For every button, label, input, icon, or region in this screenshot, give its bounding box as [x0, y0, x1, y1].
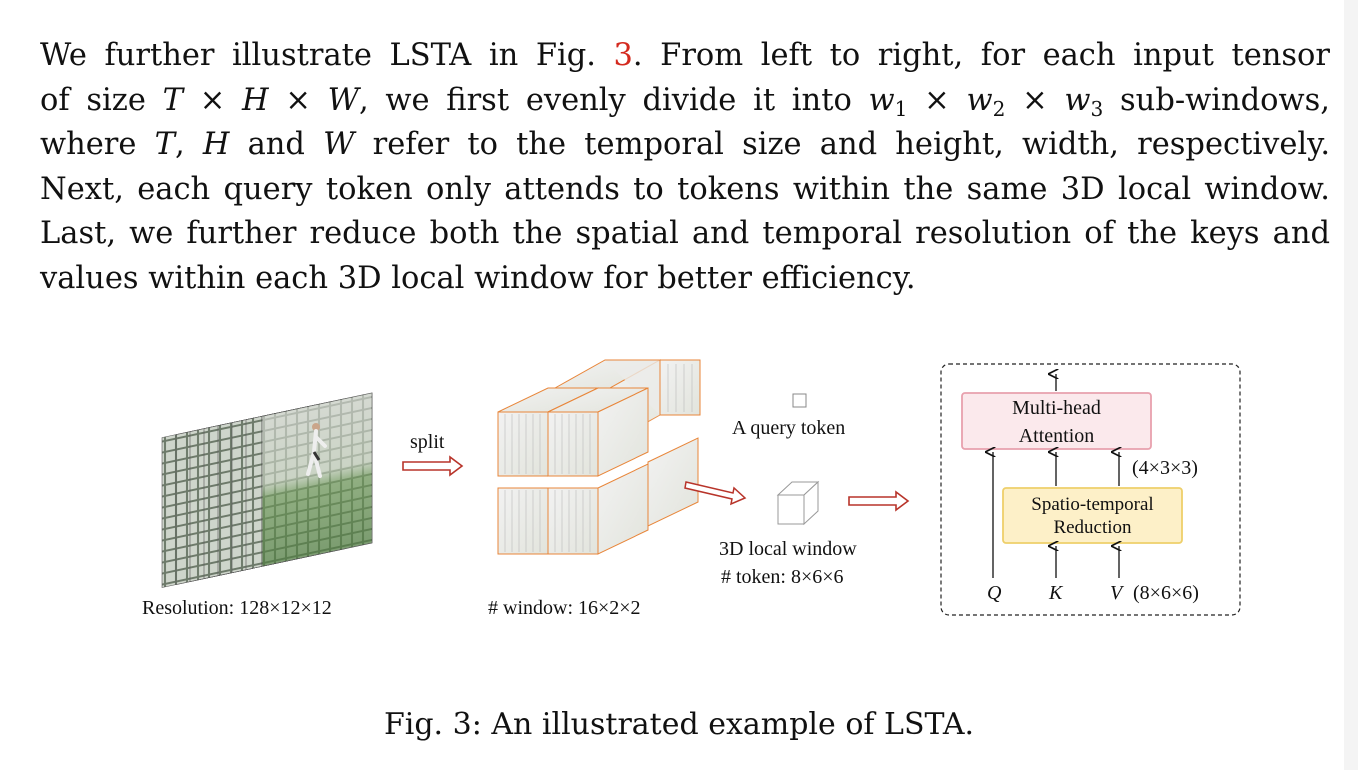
figure-caption: Fig. 3: An illustrated example of LSTA. [0, 700, 1358, 750]
paragraph-line-6: values within each 3D local window for b… [40, 260, 916, 296]
attention-label-line1: Multi-head [1012, 397, 1101, 419]
text-span: , we first evenly divide it into [358, 82, 869, 118]
paragraph-line-1: We further illustrate LSTA in Fig. 3. Fr… [40, 34, 1330, 79]
attention-label-line2: Attention [1018, 425, 1095, 447]
window-cube-stripes [504, 364, 693, 552]
text-span: refer to the temporal size and height, w… [354, 127, 1331, 162]
body-paragraph: We further illustrate LSTA in Fig. 3. Fr… [40, 34, 1330, 301]
math-sub: 1 [894, 96, 908, 121]
figure-reference-link[interactable]: 3 [613, 38, 633, 73]
token-count-label: # token: 8×6×6 [721, 566, 844, 588]
math-w: w [1064, 82, 1091, 118]
text-span: . From left to right, for each input ten… [632, 38, 1330, 73]
window-count-label: # window: 16×2×2 [488, 597, 641, 619]
paragraph-line-2: of size T × H × W, we first evenly divid… [40, 79, 1330, 124]
input-resolution-label: Resolution: 128×12×12 [142, 597, 332, 619]
text-span: and [229, 127, 324, 162]
paragraph-line-5: Last, we further reduce both the spatial… [40, 216, 1330, 251]
flow-arrows [993, 374, 1119, 578]
math-window-count: w1 × w2 × w3 [868, 82, 1104, 121]
reduction-label-line2: Reduction [1053, 517, 1132, 538]
math-T: T [154, 127, 175, 162]
text-span: We further illustrate LSTA in Fig. [40, 38, 614, 73]
math-sub: 2 [992, 96, 1006, 121]
math-sub: 3 [1090, 96, 1104, 121]
value-symbol: V [1110, 582, 1123, 604]
attention-module-frame [940, 363, 1241, 616]
local-window-label: 3D local window [719, 538, 857, 560]
math-times: × [907, 82, 967, 118]
window-cubes [497, 359, 701, 555]
math-H: H [202, 127, 230, 162]
value-size-label: (8×6×6) [1133, 582, 1199, 604]
text-span: sub-windows, [1103, 82, 1330, 118]
reduction-size-label: (4×3×3) [1132, 457, 1198, 479]
math-w: w [966, 82, 993, 118]
figure-diagram [161, 359, 1241, 616]
caption-text: An illustrated example of LSTA. [481, 707, 975, 742]
caption-prefix: Fig. 3: [383, 707, 482, 742]
query-symbol: Q [987, 582, 1002, 604]
text-span: where [40, 127, 155, 162]
text-span: of size [40, 82, 163, 118]
query-token-label: A query token [732, 417, 846, 439]
video-frame-stack [161, 392, 373, 588]
reduction-label-line1: Spatio-temporal [1031, 494, 1154, 515]
to-attention-arrow [848, 490, 910, 512]
local-window-cube-icon [776, 480, 820, 526]
split-arrow [402, 455, 464, 477]
split-label: split [410, 431, 445, 453]
math-w: w [868, 82, 895, 118]
paragraph-line-4: Next, each query token only attends to t… [40, 171, 1330, 207]
extract-window-arrow [684, 481, 747, 506]
query-token-icon [792, 393, 807, 408]
math-W: W [323, 127, 355, 162]
math-tensor-size: T × H × W [162, 82, 359, 118]
key-symbol: K [1049, 582, 1063, 604]
paragraph-line-3: where T, H and W refer to the temporal s… [40, 123, 1330, 168]
math-times: × [1005, 82, 1065, 118]
athlete-figure-icon [306, 423, 327, 478]
text-span: , [174, 127, 203, 162]
lsta-figure: Resolution: 128×12×12 split # window: 16… [0, 340, 1358, 640]
page-edge [1344, 0, 1358, 770]
spatio-temporal-reduction-box [1002, 487, 1183, 544]
